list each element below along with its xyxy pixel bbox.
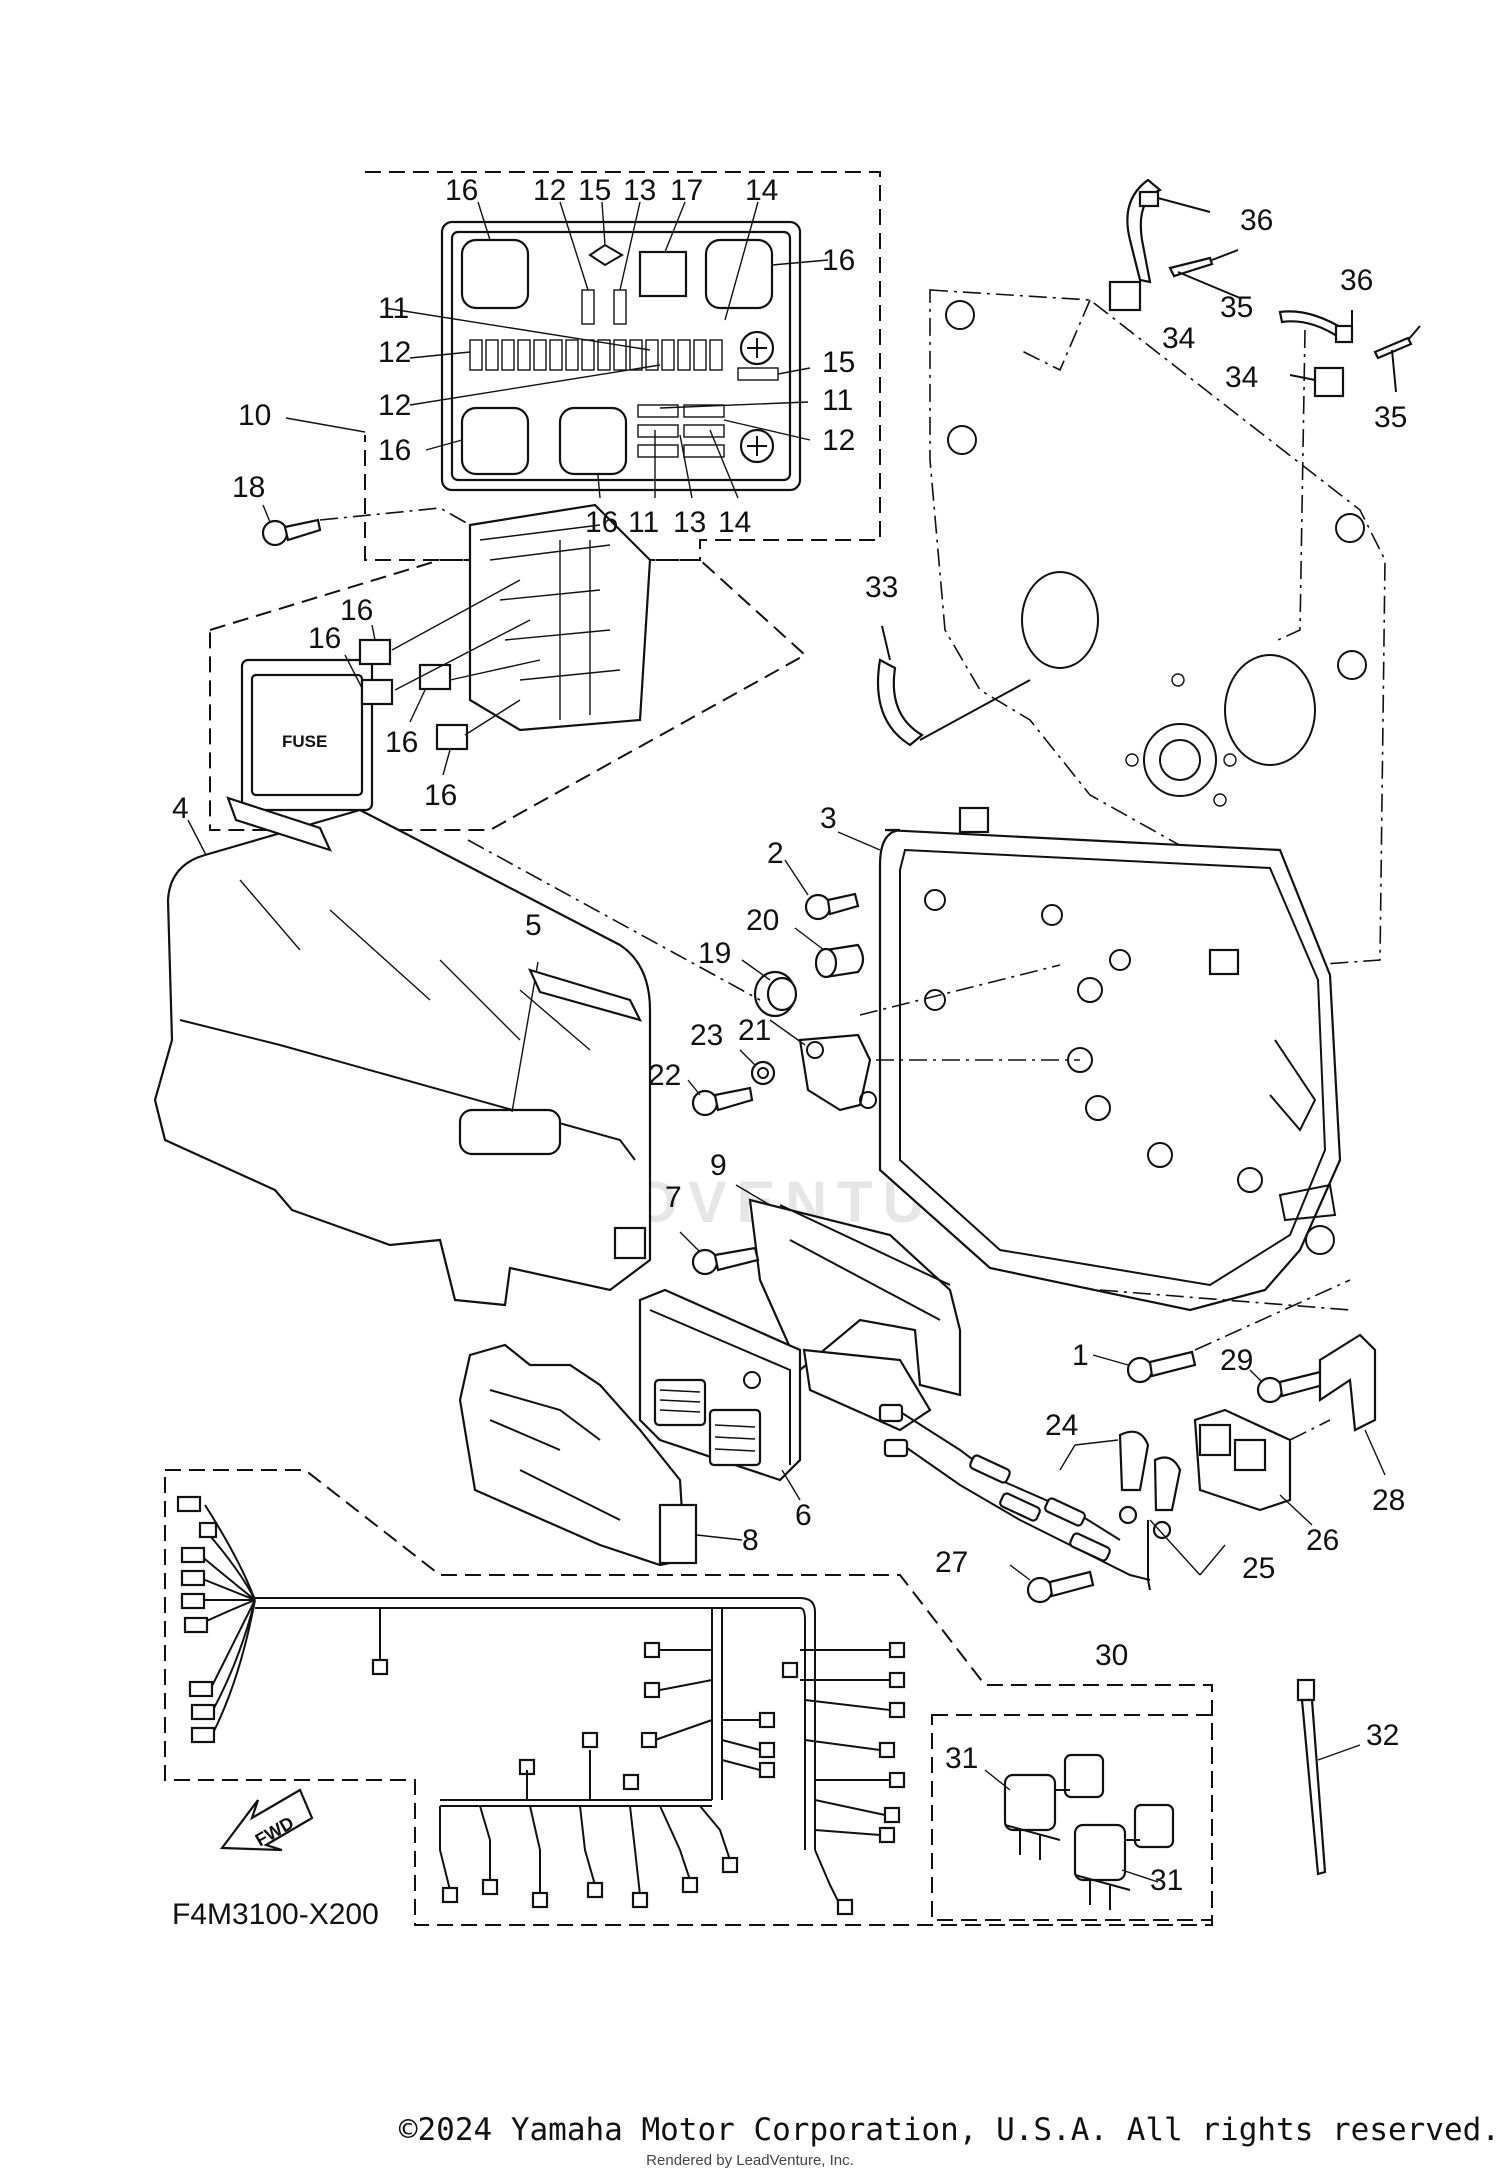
callout-16: 16 (308, 622, 341, 655)
callout-29: 29 (1220, 1344, 1253, 1377)
electrical-cover (153, 796, 652, 1307)
rendered-by-notice: Rendered by LeadVenture, Inc. (646, 2152, 854, 2169)
callout-34: 34 (1225, 361, 1258, 394)
callout-12: 12 (533, 174, 566, 207)
callout-16: 16 (424, 779, 457, 812)
callout-18: 18 (232, 471, 265, 504)
callout-2: 2 (767, 837, 784, 870)
ecu-group (458, 1184, 962, 1567)
cable-tie (1296, 1678, 1361, 1876)
callout-23: 23 (690, 1019, 723, 1052)
callout-4: 4 (172, 792, 189, 825)
callout-12: 12 (822, 424, 855, 457)
callout-20: 20 (746, 904, 779, 937)
callout-3: 3 (820, 802, 837, 835)
mount-plate (929, 289, 1386, 966)
fuse-holder-group: FUSE (209, 503, 807, 831)
callout-14: 14 (745, 174, 778, 207)
fwd-arrow: FWD (219, 1788, 314, 1852)
callout-22: 22 (648, 1059, 681, 1092)
callout-25: 25 (1242, 1552, 1275, 1585)
callout-19: 19 (698, 937, 731, 970)
callout-13: 13 (673, 506, 706, 539)
callout-12: 12 (378, 389, 411, 422)
fuse-cover-label: FUSE (282, 732, 327, 751)
relay-group (1092, 1279, 1386, 1526)
callout-32: 32 (1366, 1719, 1399, 1752)
callout-36: 36 (1240, 204, 1273, 237)
callout-11: 11 (628, 506, 659, 539)
callout-35: 35 (1220, 291, 1253, 324)
callout-24: 24 (1045, 1409, 1078, 1442)
callout-30: 30 (1095, 1639, 1128, 1672)
callout-21: 21 (738, 1014, 771, 1047)
callout-11: 11 (378, 292, 409, 325)
diagram-code: F4M3100-X200 (172, 1898, 379, 1931)
callout-35: 35 (1374, 401, 1407, 434)
callout-34: 34 (1162, 322, 1195, 355)
callout-33: 33 (865, 571, 898, 604)
callout-10: 10 (238, 399, 271, 432)
leader-10 (285, 417, 366, 433)
callout-11: 11 (822, 384, 853, 417)
callout-13: 13 (623, 174, 656, 207)
callout-16: 16 (445, 174, 478, 207)
wire-harness (164, 1469, 1213, 1926)
callout-16: 16 (585, 506, 618, 539)
callout-17: 17 (670, 174, 703, 207)
callout-16: 16 (822, 244, 855, 277)
wire-clamps (876, 178, 1421, 747)
copyright-notice: ©2024 Yamaha Motor Corporation, U.S.A. A… (398, 2112, 1500, 2148)
connector-set (931, 1714, 1213, 1921)
fasteners-upper (467, 839, 1080, 1117)
callout-16: 16 (340, 594, 373, 627)
callout-12: 12 (378, 336, 411, 369)
callout-28: 28 (1372, 1484, 1405, 1517)
callout-14: 14 (718, 506, 751, 539)
callout-16: 16 (378, 434, 411, 467)
callout-5: 5 (525, 909, 542, 942)
fuse-box-detail (364, 171, 881, 561)
battery-cables (878, 1403, 1226, 1604)
callout-31: 31 (1150, 1864, 1183, 1897)
callout-15: 15 (578, 174, 611, 207)
callout-36: 36 (1340, 264, 1373, 297)
electrical-box (837, 806, 1342, 1312)
callout-9: 9 (710, 1149, 727, 1182)
callout-7: 7 (665, 1181, 682, 1214)
callout-26: 26 (1306, 1524, 1339, 1557)
callout-6: 6 (795, 1499, 812, 1532)
callout-1: 1 (1072, 1339, 1089, 1372)
callout-15: 15 (822, 346, 855, 379)
callout-8: 8 (742, 1524, 759, 1557)
callout-31: 31 (945, 1742, 978, 1775)
callout-labels: 16 12 15 13 17 14 16 11 12 15 12 11 10 1… (172, 174, 1407, 1897)
bolt-18 (261, 504, 322, 547)
callout-27: 27 (935, 1546, 968, 1579)
callout-16: 16 (385, 726, 418, 759)
